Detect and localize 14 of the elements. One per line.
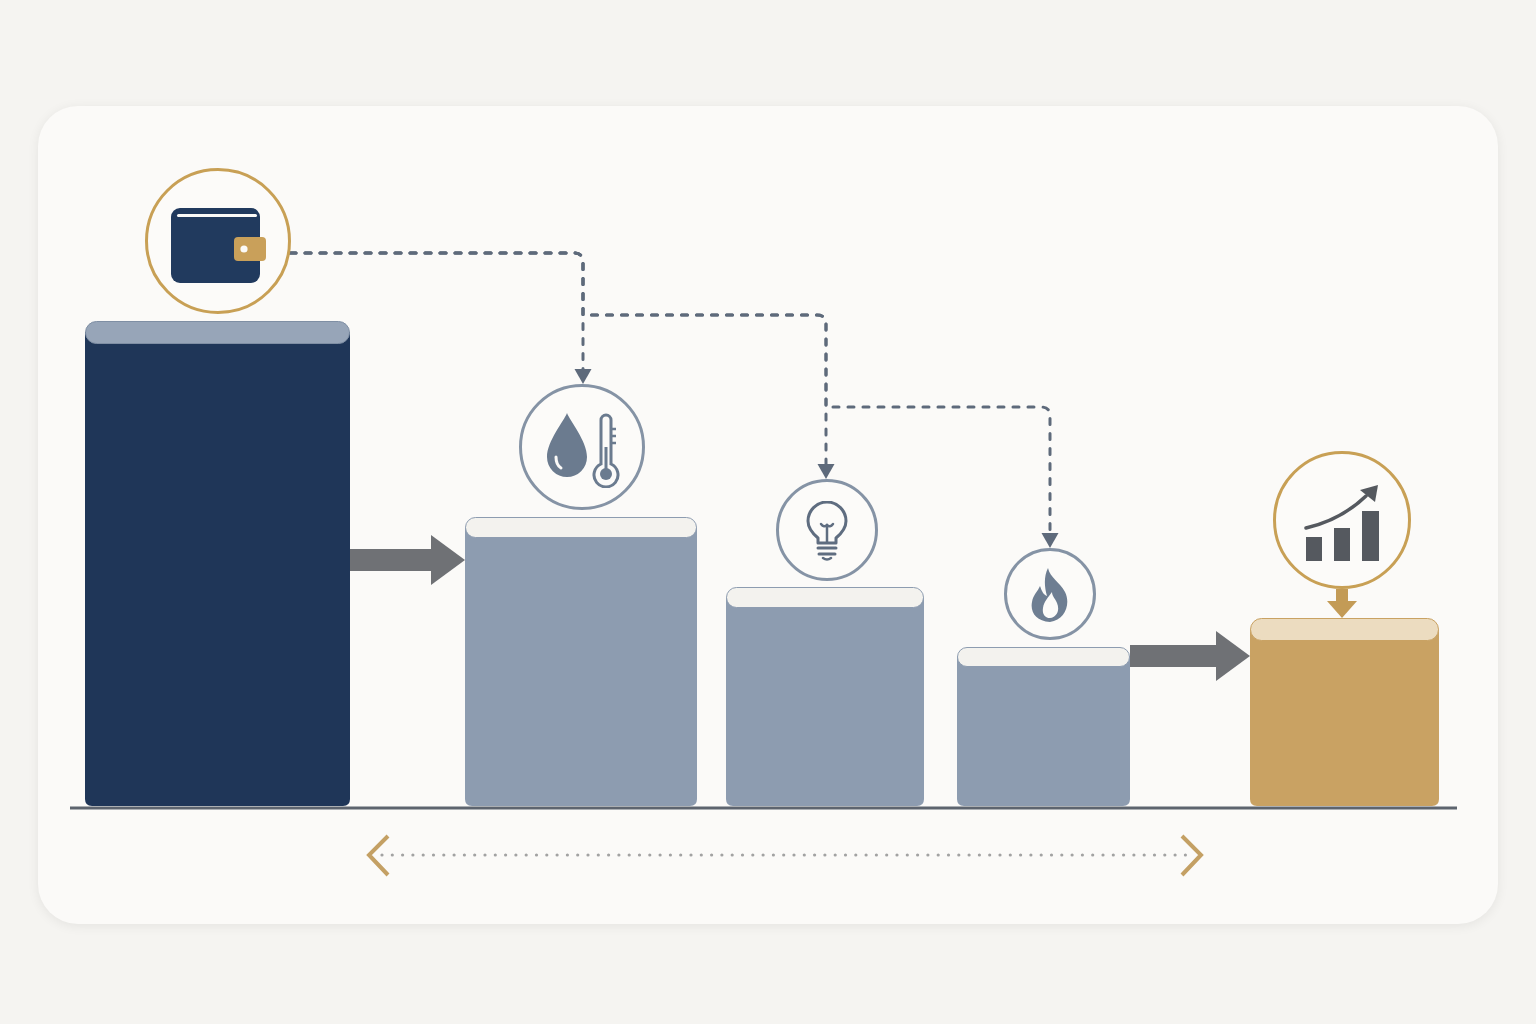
bar: [85, 321, 350, 806]
block-arrow: [1130, 631, 1250, 681]
icon-circle: [1004, 548, 1096, 640]
bar: [726, 587, 924, 806]
dashed-arrow: [288, 251, 1059, 548]
icon-circle: [776, 479, 878, 581]
bar: [957, 647, 1130, 806]
block-arrow: [1327, 589, 1357, 618]
bar: [465, 517, 697, 806]
block-arrow: [350, 535, 465, 585]
bar: [1250, 618, 1439, 806]
icon-circle: [519, 384, 645, 510]
icon-circle: [1273, 451, 1411, 589]
icon-circle: [145, 168, 291, 314]
